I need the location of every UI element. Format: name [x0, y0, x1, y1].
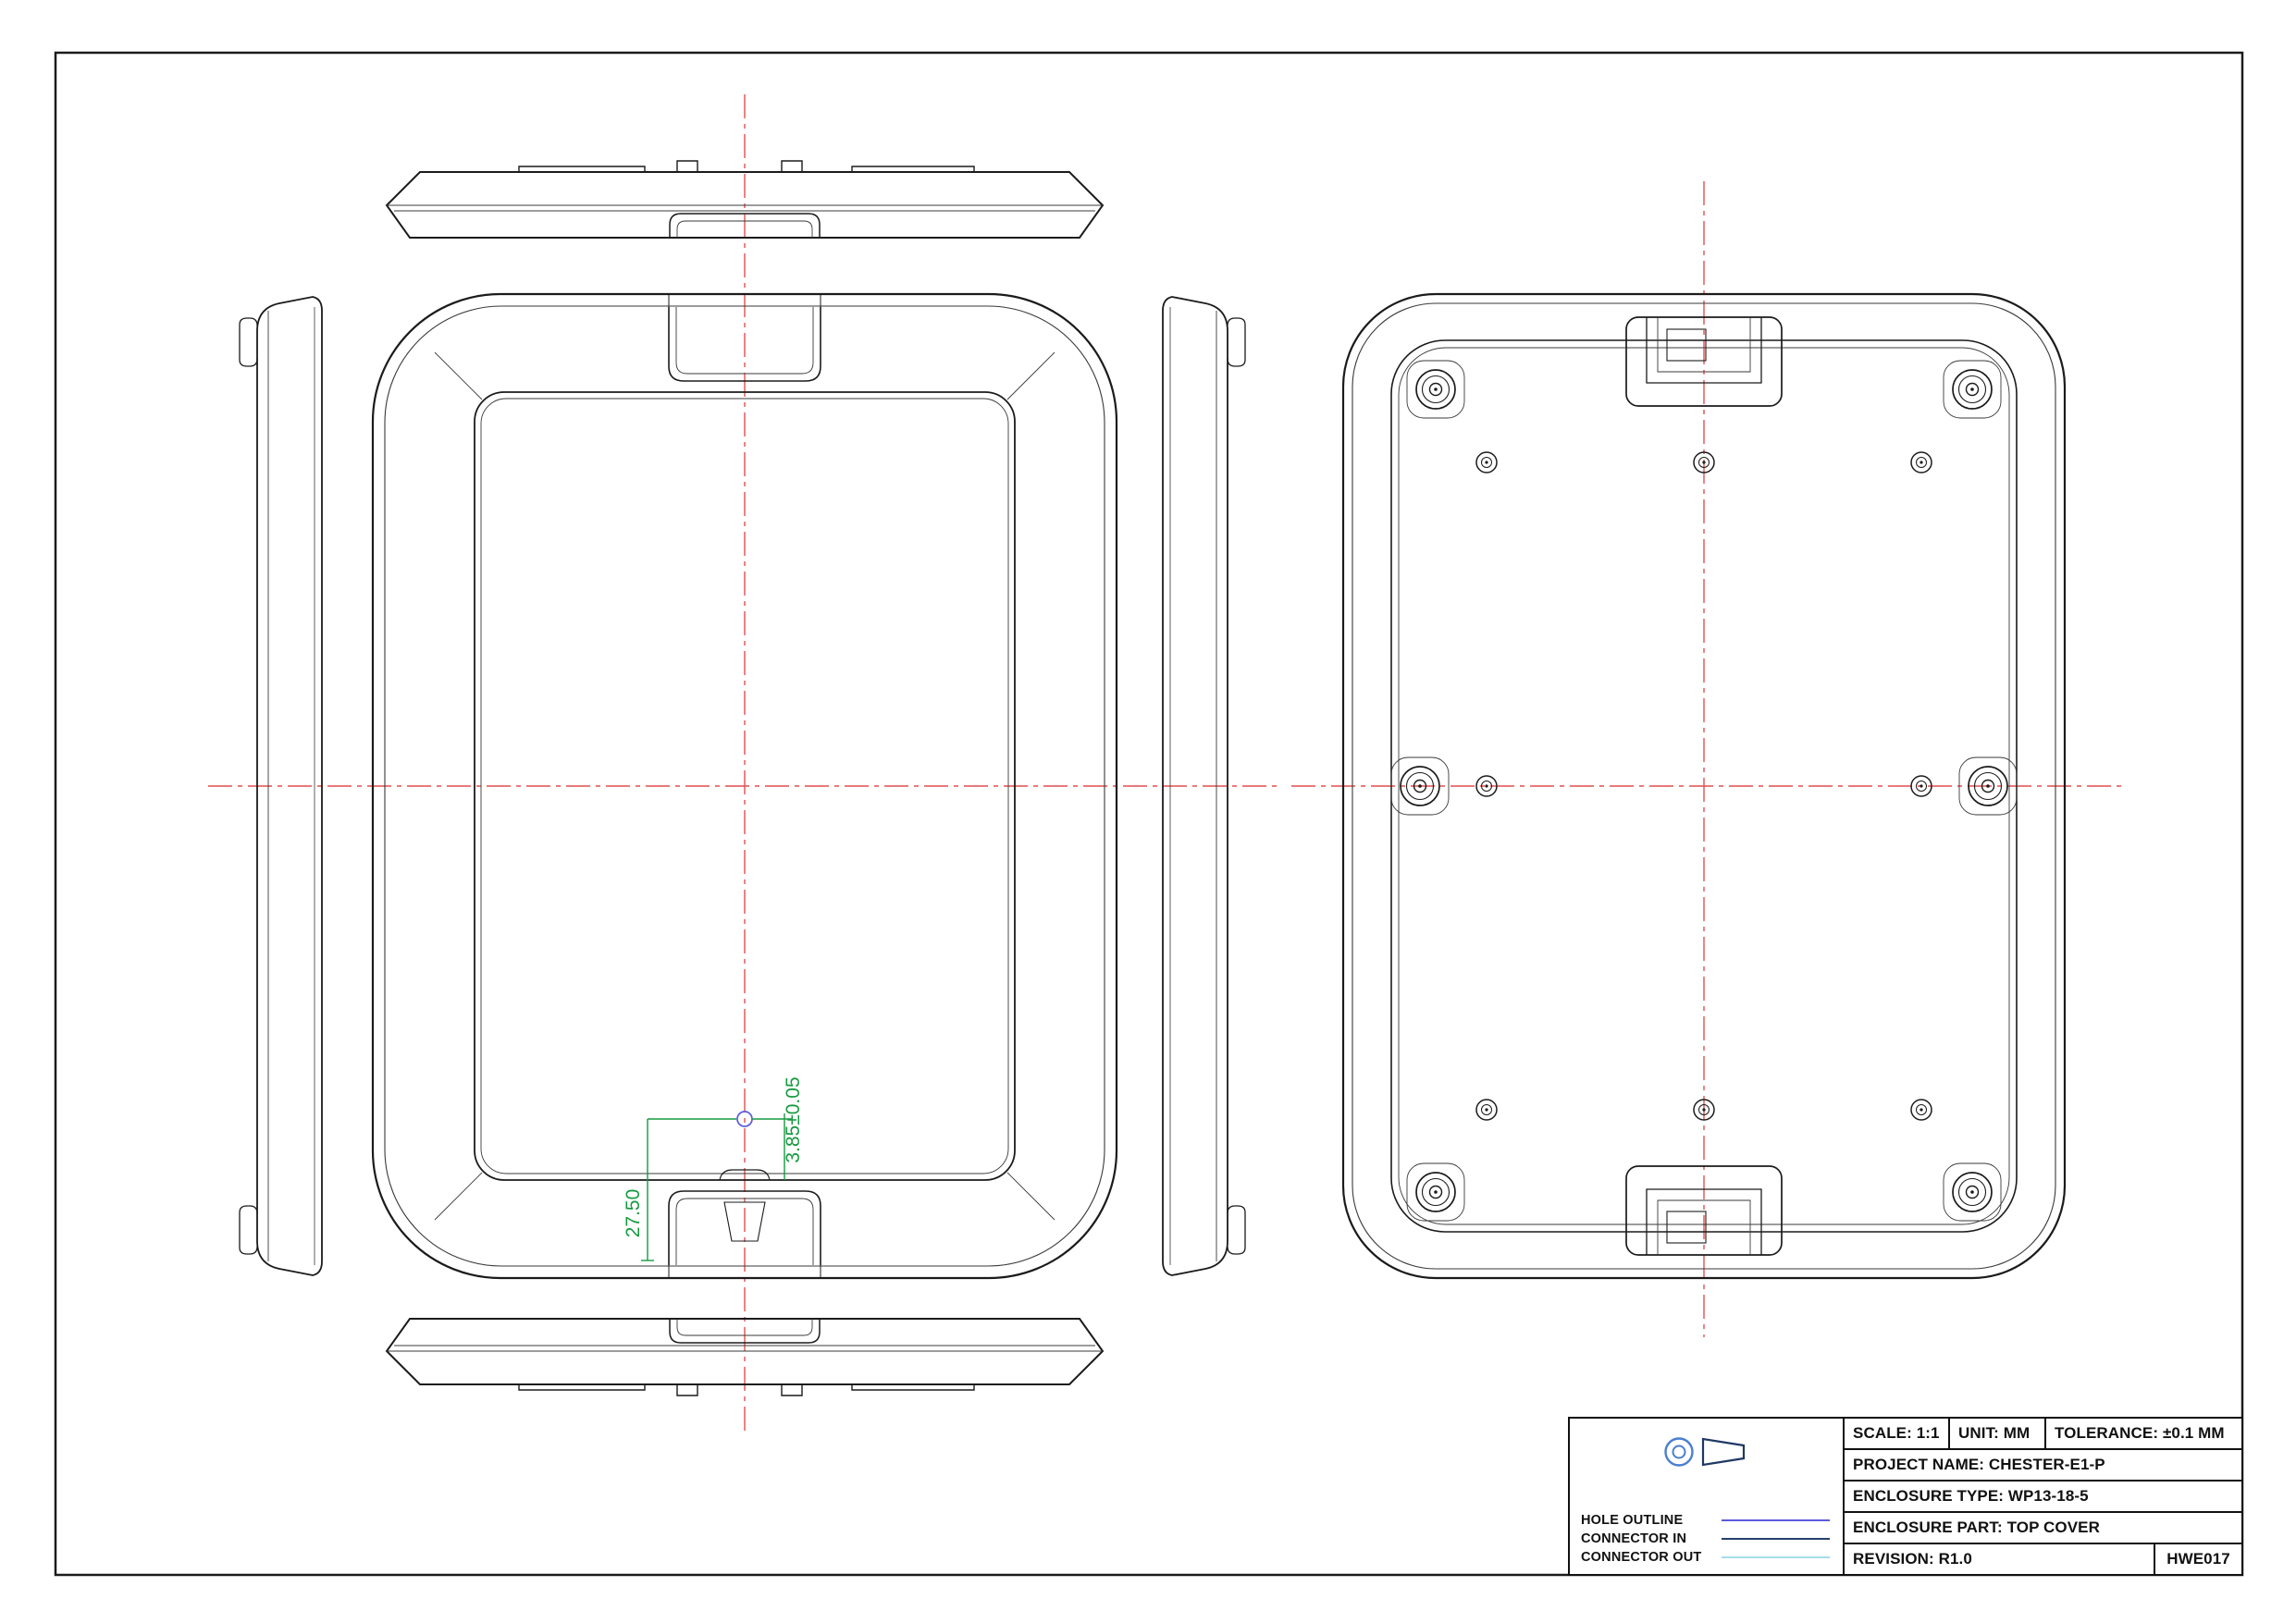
legend-item-connector-in: CONNECTOR IN: [1581, 1530, 1830, 1548]
revision-field: REVISION: R1.0: [1853, 1550, 1972, 1568]
legend-item-connector-out: CONNECTOR OUT: [1581, 1548, 1830, 1567]
hole-outline-line-swatch: [1722, 1519, 1830, 1521]
title-block-row-part: ENCLOSURE PART: TOP COVER: [1845, 1511, 2241, 1543]
legend-label-hole-outline: HOLE OUTLINE: [1581, 1513, 1684, 1528]
title-block-row-revision: REVISION: R1.0 HWE017: [1845, 1543, 2241, 1574]
line-legend: HOLE OUTLINE CONNECTOR IN CONNECTOR OUT: [1581, 1511, 1830, 1567]
title-block-row-scale: SCALE: 1:1 UNIT: MM TOLERANCE: ±0.1 MM: [1845, 1419, 2241, 1448]
title-block-fields: SCALE: 1:1 UNIT: MM TOLERANCE: ±0.1 MM P…: [1845, 1419, 2241, 1574]
dimension-hole-distance: 27.50: [623, 1189, 644, 1238]
legend-panel: HOLE OUTLINE CONNECTOR IN CONNECTOR OUT: [1570, 1419, 1845, 1574]
legend-label-connector-out: CONNECTOR OUT: [1581, 1550, 1702, 1565]
dimension-hole-offset: 3.85±0.05: [783, 1076, 804, 1162]
sheet-border: [54, 51, 2244, 1577]
third-angle-projection-icon: [1663, 1437, 1745, 1467]
scale-field: SCALE: 1:1: [1853, 1424, 1940, 1442]
back-inside-view: [1341, 292, 2067, 1280]
project-name-field: PROJECT NAME: CHESTER-E1-P: [1853, 1456, 2105, 1473]
legend-item-hole-outline: HOLE OUTLINE: [1581, 1511, 1830, 1530]
legend-label-connector-in: CONNECTOR IN: [1581, 1531, 1687, 1546]
dimensions: 3.85±0.05 27.50: [623, 1076, 804, 1261]
centerlines: [208, 94, 2126, 1435]
tolerance-field: TOLERANCE: ±0.1 MM: [2044, 1419, 2241, 1448]
title-block-row-project: PROJECT NAME: CHESTER-E1-P: [1845, 1448, 2241, 1480]
enclosure-part-field: ENCLOSURE PART: TOP COVER: [1853, 1518, 2100, 1536]
drawing-code-field: HWE017: [2154, 1544, 2241, 1574]
connector-out-line-swatch: [1722, 1556, 1830, 1558]
connector-in-line-swatch: [1722, 1538, 1830, 1540]
front-view: [371, 292, 1118, 1280]
title-block-row-type: ENCLOSURE TYPE: WP13-18-5: [1845, 1480, 2241, 1511]
title-block: HOLE OUTLINE CONNECTOR IN CONNECTOR OUT …: [1568, 1417, 2243, 1576]
unit-field: UNIT: MM: [1948, 1419, 2044, 1448]
enclosure-type-field: ENCLOSURE TYPE: WP13-18-5: [1853, 1487, 2089, 1505]
